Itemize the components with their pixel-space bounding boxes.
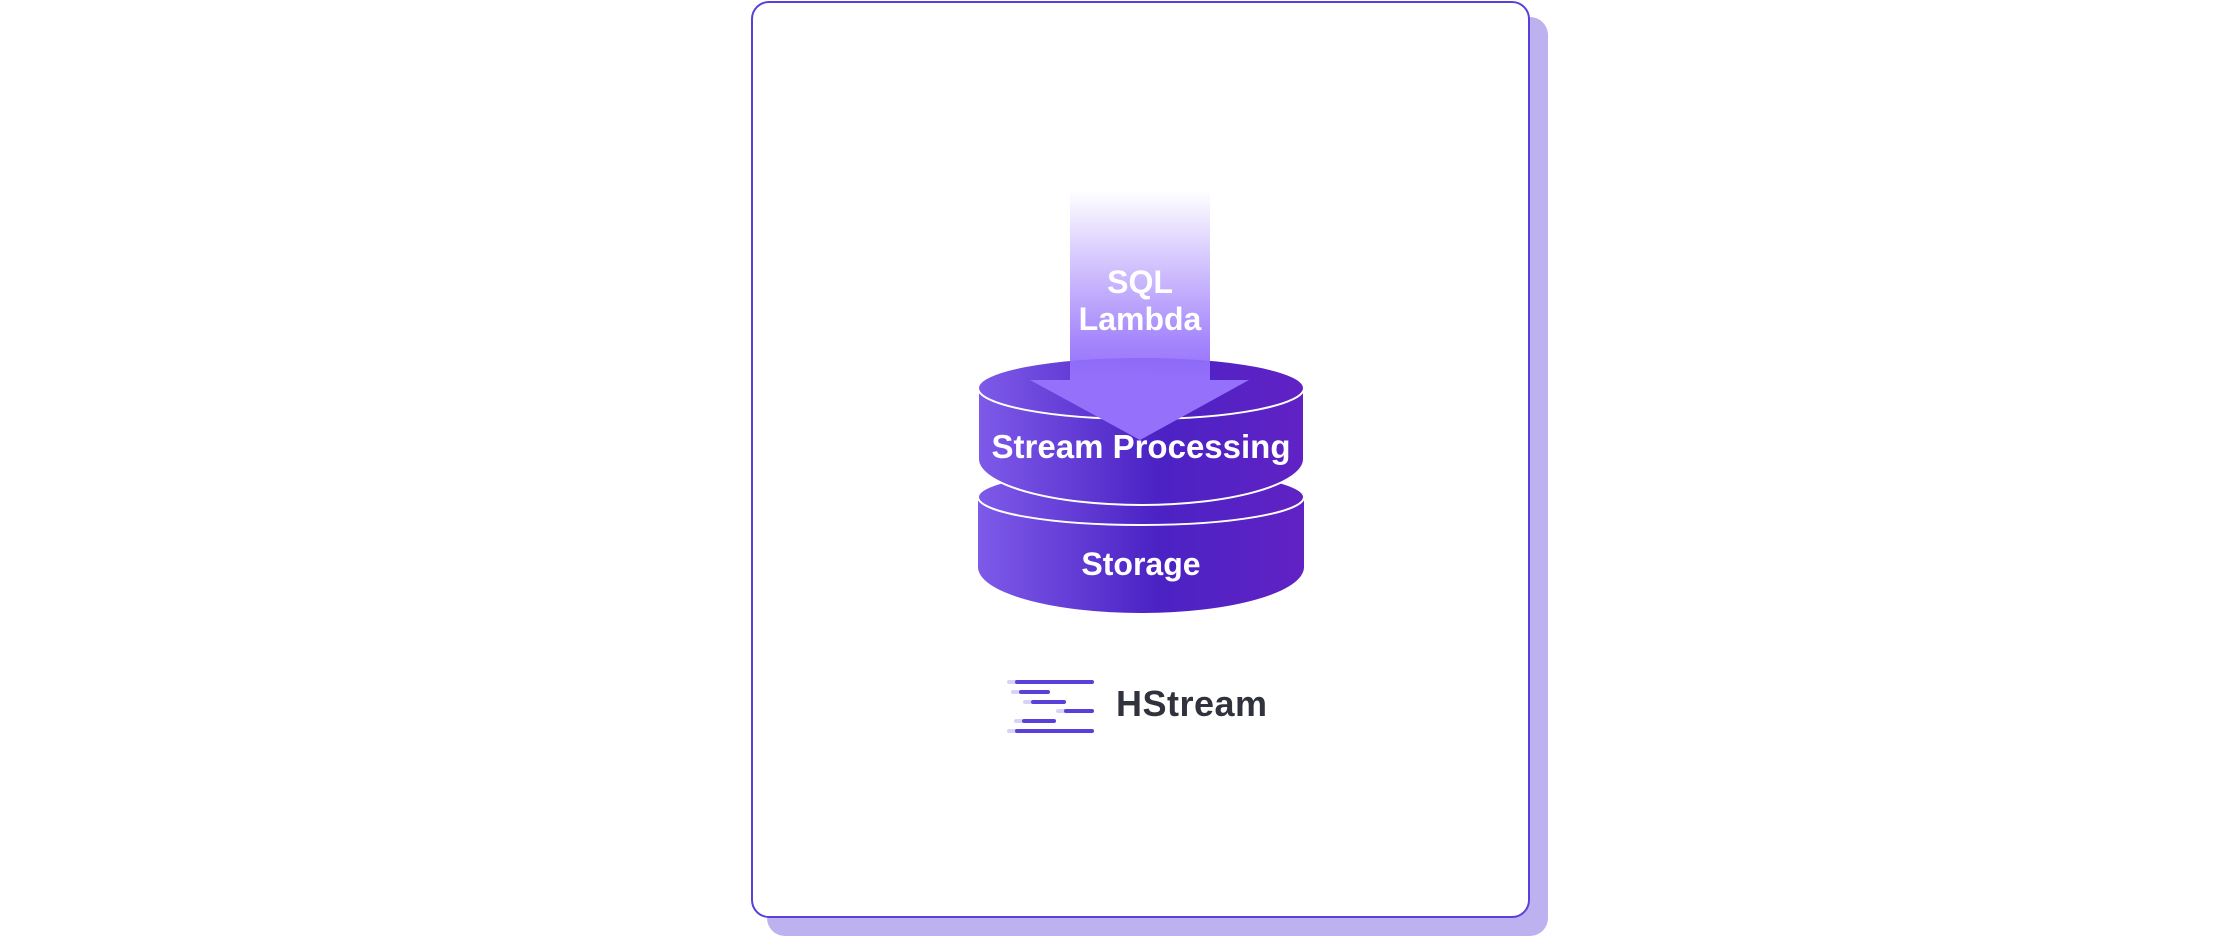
brand-name: HStream (1116, 683, 1268, 724)
arrow-label-lambda: Lambda (1079, 301, 1202, 337)
arrow-label-sql: SQL (1107, 264, 1173, 300)
down-arrow-icon: SQL Lambda (1030, 190, 1249, 440)
storage-label: Storage (1081, 546, 1200, 582)
hstream-logo-icon (1007, 680, 1094, 733)
